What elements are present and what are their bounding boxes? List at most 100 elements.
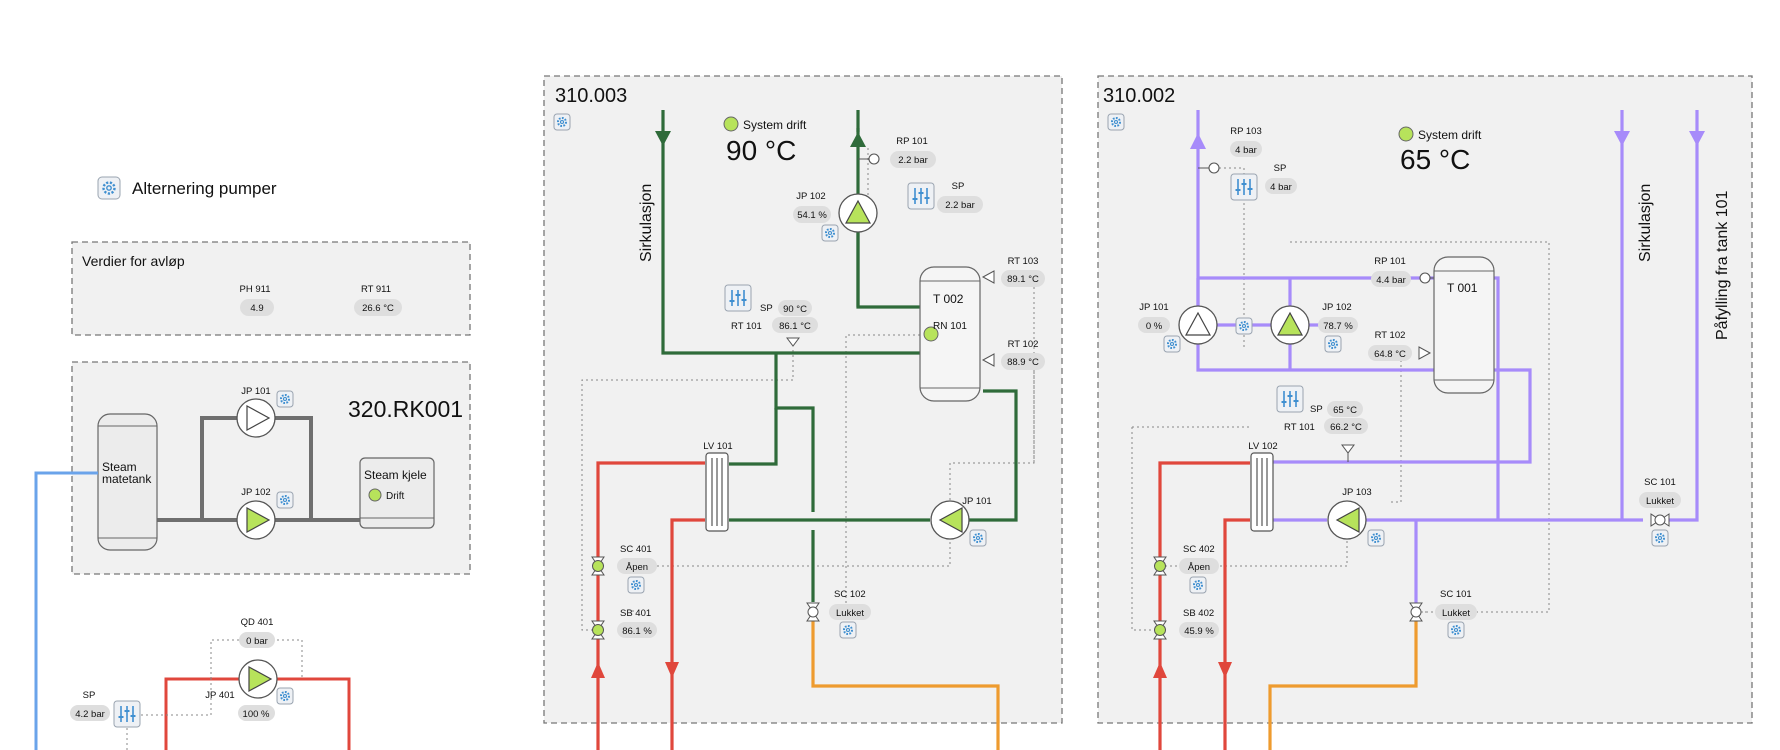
- panel-003-circulation-label: Sirkulasjon: [638, 184, 655, 262]
- pump-jp401[interactable]: [238, 659, 278, 699]
- feed-tank-label-1: Steam: [102, 460, 137, 474]
- valve-sc402[interactable]: [1153, 556, 1167, 576]
- rp101-pill: [890, 151, 936, 168]
- panel-003-title: 310.003: [555, 85, 627, 107]
- gear-icon[interactable]: [1367, 529, 1385, 547]
- sc101b-pill: [1639, 492, 1681, 508]
- setpoint-slider-icon[interactable]: [907, 182, 935, 210]
- rt102-value: 64.8 °C: [1374, 349, 1406, 360]
- alternation-label: Alternering pumper: [132, 179, 277, 198]
- gear-icon[interactable]: [1235, 317, 1253, 335]
- qd401-value: 0 bar: [246, 636, 268, 647]
- setpoint-slider-icon[interactable]: [724, 284, 752, 312]
- panel-003-temperature: 90 °C: [726, 135, 796, 166]
- sb401-pill: [617, 622, 657, 638]
- level-indicator: [923, 326, 939, 342]
- gear-icon[interactable]: [839, 621, 857, 639]
- sc401-value: Åpen: [626, 562, 648, 573]
- panel-003-orange-pipe: [811, 620, 1000, 750]
- down-arrow-icon: [665, 662, 679, 678]
- jp401-pill: [238, 705, 275, 721]
- pump-icon: [1184, 311, 1212, 336]
- panel-002-circuit-pipes: [1180, 128, 1699, 603]
- heat-exchanger-lv102[interactable]: [1250, 452, 1274, 532]
- rp103-value: 4 bar: [1235, 145, 1257, 156]
- pump-jp102[interactable]: [838, 193, 878, 233]
- gear-icon[interactable]: [553, 113, 571, 131]
- valve-sc102[interactable]: [806, 602, 820, 622]
- panel-002-circulation-label: Sirkulasjon: [1637, 184, 1654, 262]
- pump-jp103[interactable]: [1327, 500, 1367, 540]
- steam-feed-tank[interactable]: [97, 413, 158, 551]
- sc402-value: Åpen: [1188, 562, 1210, 573]
- sp-pill: [1265, 178, 1297, 194]
- setpoint-slider-icon[interactable]: [1276, 385, 1304, 413]
- rp101-label: RP 101: [896, 136, 928, 147]
- pump-jp101[interactable]: [1178, 305, 1218, 345]
- steam-boiler[interactable]: [359, 457, 435, 529]
- ph911-label: PH 911: [240, 284, 271, 295]
- setpoint-slider-icon[interactable]: [113, 700, 141, 728]
- sc101a-label: SC 101: [1440, 589, 1472, 600]
- jp101-label: JP 101: [1139, 302, 1168, 313]
- jp102-value: 78.7 %: [1323, 321, 1353, 332]
- tank-t001[interactable]: [1433, 256, 1495, 394]
- boiler-panel-title: 320.RK001: [348, 396, 463, 422]
- gear-icon[interactable]: [276, 390, 294, 408]
- lv101-label: LV 101: [703, 441, 732, 452]
- panel-003-frame: [543, 75, 1063, 724]
- qd-sp-label: SP: [83, 690, 96, 701]
- rp101-label: RP 101: [1374, 256, 1406, 267]
- ph911-value: 4.9: [250, 303, 263, 314]
- gear-icon[interactable]: [1163, 335, 1181, 353]
- gear-icon[interactable]: [969, 529, 987, 547]
- ctrl-sp-pill: [778, 300, 812, 316]
- rt102-pill: [1368, 345, 1412, 361]
- qd401-pump-group: QD 401 0 bar JP 401 100 % SP 4.2 bar: [70, 617, 351, 750]
- ph911-pill: [240, 299, 274, 316]
- jp101-value: 0 %: [1146, 321, 1163, 332]
- setpoint-slider-icon[interactable]: [1230, 173, 1258, 201]
- drain-values-panel: Verdier for avløp PH 911 4.9 RT 911 26.6…: [71, 241, 471, 336]
- panel-003-status: System drift: [743, 118, 807, 132]
- tank-t002[interactable]: [919, 266, 981, 402]
- panel-002-temperature: 65 °C: [1400, 144, 1470, 175]
- gear-icon[interactable]: [276, 687, 294, 705]
- gear-icon[interactable]: [821, 224, 839, 242]
- sc101b-value: Lukket: [1646, 496, 1674, 507]
- valve-sb402[interactable]: [1153, 620, 1167, 640]
- jp401-label: JP 401: [205, 690, 234, 701]
- valve-sc401[interactable]: [591, 556, 605, 576]
- sc102-pill: [829, 604, 871, 620]
- rp101-pill: [1371, 271, 1411, 287]
- gear-icon[interactable]: [1189, 576, 1207, 594]
- gear-icon[interactable]: [1651, 529, 1669, 547]
- pump-jp102[interactable]: [1270, 305, 1310, 345]
- valve-sc101-return[interactable]: [1409, 602, 1423, 622]
- panel-003-circuit-pipes: [661, 128, 1018, 602]
- gear-icon[interactable]: [1447, 621, 1465, 639]
- rt103-value: 89.1 °C: [1007, 274, 1039, 285]
- gear-icon[interactable]: [627, 576, 645, 594]
- gear-icon[interactable]: [1324, 335, 1342, 353]
- panel-310-003: 310.003: [543, 75, 1063, 750]
- sc402-label: SC 402: [1183, 544, 1215, 555]
- valve-sb401[interactable]: [591, 620, 605, 640]
- sb402-label: SB 402: [1183, 608, 1214, 619]
- ctrl-sp-label: SP: [1310, 404, 1323, 415]
- gear-icon[interactable]: [276, 491, 294, 509]
- pump-jp101[interactable]: [930, 500, 970, 540]
- rp103-label: RP 103: [1230, 126, 1262, 137]
- alternation-control[interactable]: Alternering pumper: [96, 175, 277, 201]
- boiler-pump-jp101[interactable]: [236, 398, 276, 438]
- boiler-panel: 320.RK001 Steam matetank JP 101 JP 102 S…: [71, 361, 471, 575]
- gear-icon[interactable]: [96, 175, 122, 201]
- boiler-pump-jp102[interactable]: [236, 500, 276, 540]
- gear-icon[interactable]: [1107, 113, 1125, 131]
- valve-sc101-fill[interactable]: [1650, 513, 1670, 527]
- boiler-status: Drift: [386, 491, 405, 502]
- up-arrow-icon: [1190, 133, 1206, 149]
- heat-exchanger-lv101[interactable]: [705, 452, 729, 532]
- jp102-pill: [793, 206, 831, 223]
- qd401-label: QD 401: [241, 617, 274, 628]
